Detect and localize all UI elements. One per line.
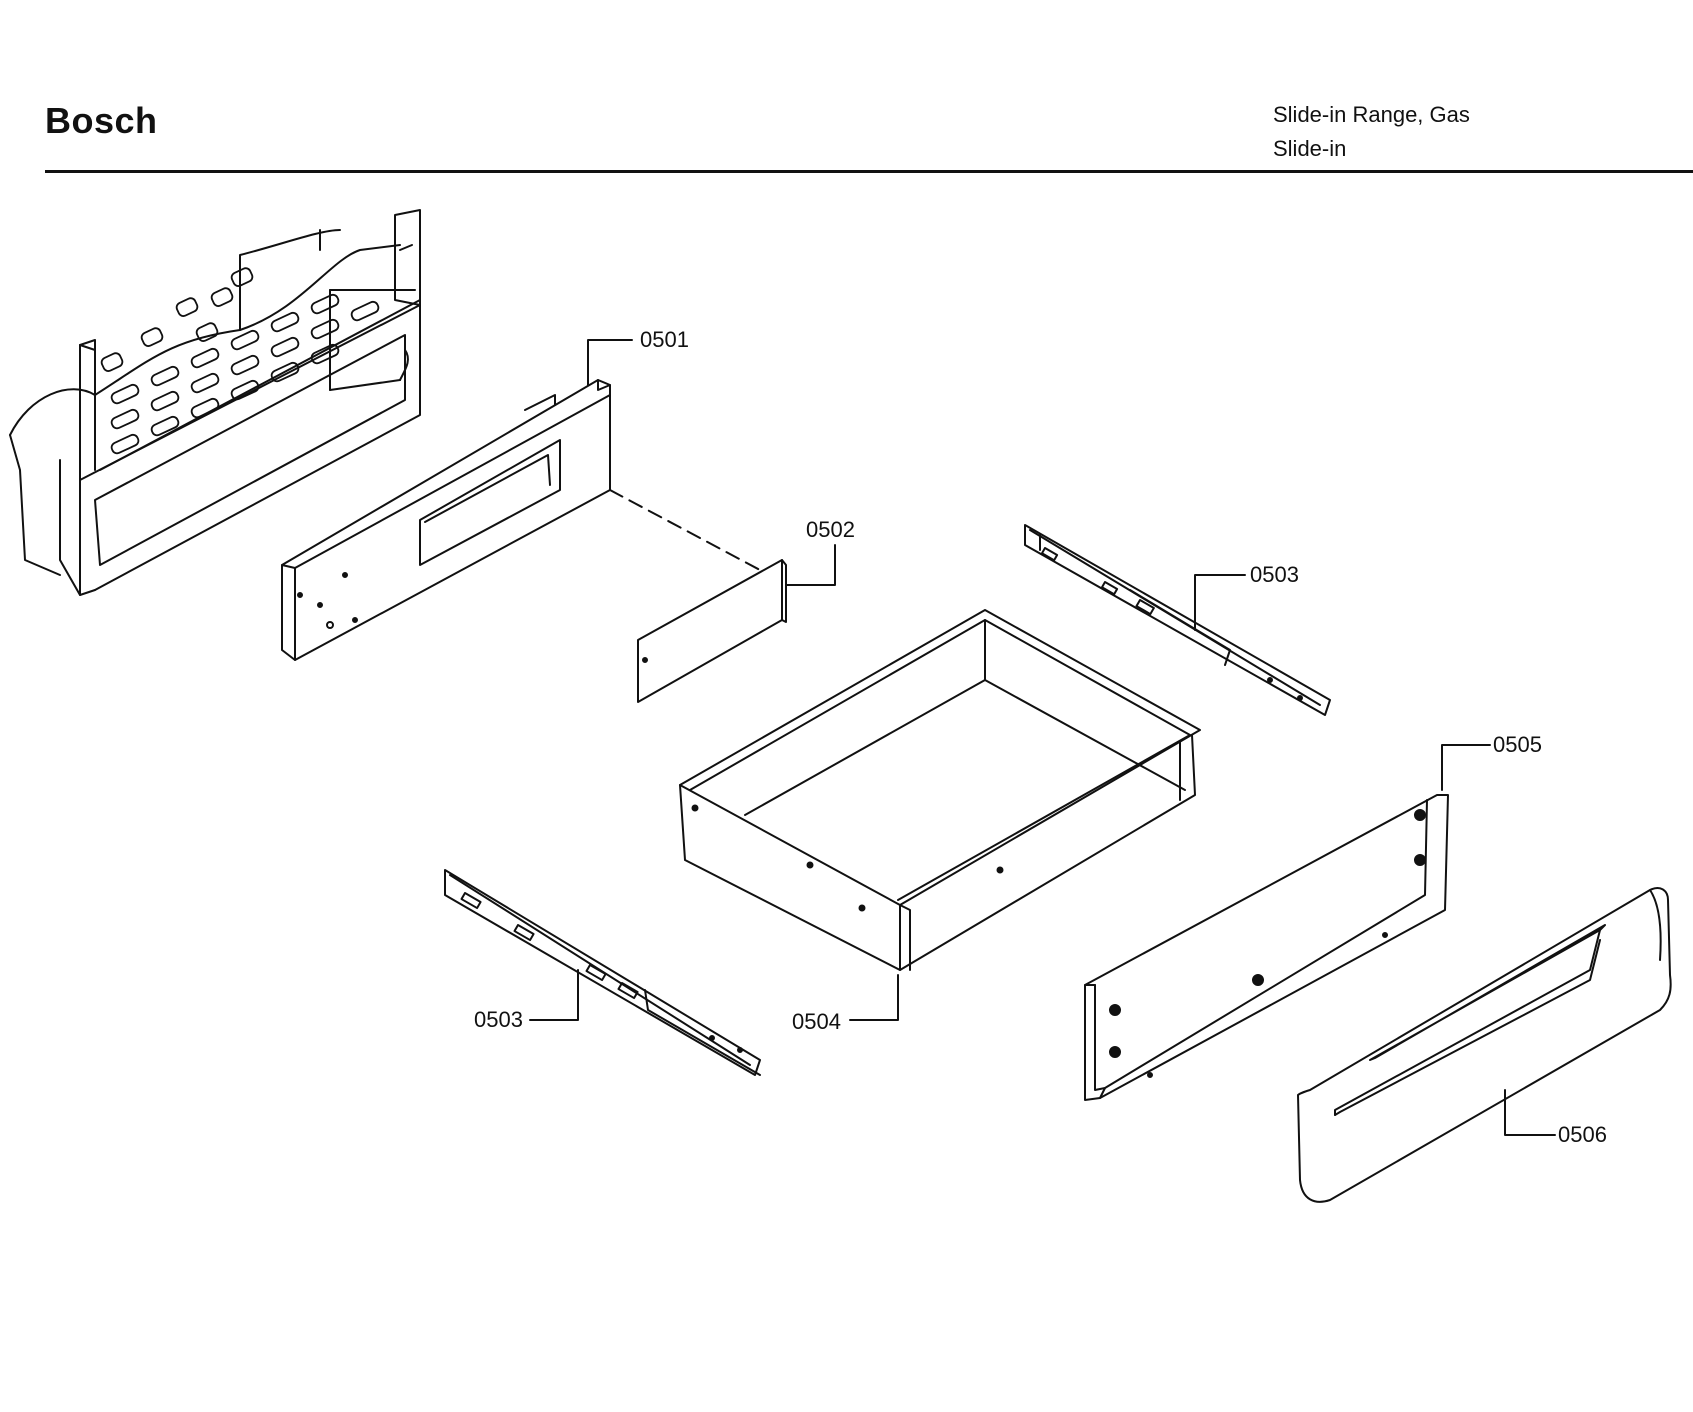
label-0504: 0504 (792, 1009, 841, 1034)
label-0502: 0502 (806, 517, 855, 542)
model-line-2: Slide-in (1273, 136, 1347, 161)
part-0503-lower-rail-drawing (444, 869, 761, 1076)
part-0504-drawer-box-drawing (679, 609, 1201, 1021)
label-0506: 0506 (1558, 1122, 1607, 1147)
part-labels: 0501 0502 0503 0503 0504 0505 0506 (474, 327, 1607, 1147)
label-0503-upper: 0503 (1250, 562, 1299, 587)
part-0503-upper-rail-drawing (1024, 524, 1331, 716)
part-0501-drawing (281, 339, 761, 661)
part-0502-drawing (637, 544, 836, 703)
part-0506-drawer-front-drawing (1297, 887, 1672, 1203)
brand-title: Bosch (45, 100, 158, 141)
label-0503-lower: 0503 (474, 1007, 523, 1032)
model-description: Slide-in Range, Gas Slide-in (1273, 98, 1470, 166)
header-rule (45, 170, 1693, 173)
model-line-1: Slide-in Range, Gas (1273, 102, 1470, 127)
label-0505: 0505 (1493, 732, 1542, 757)
range-body-drawing (9, 209, 421, 596)
label-0501: 0501 (640, 327, 689, 352)
part-0505-panel-drawing (1084, 744, 1491, 1101)
